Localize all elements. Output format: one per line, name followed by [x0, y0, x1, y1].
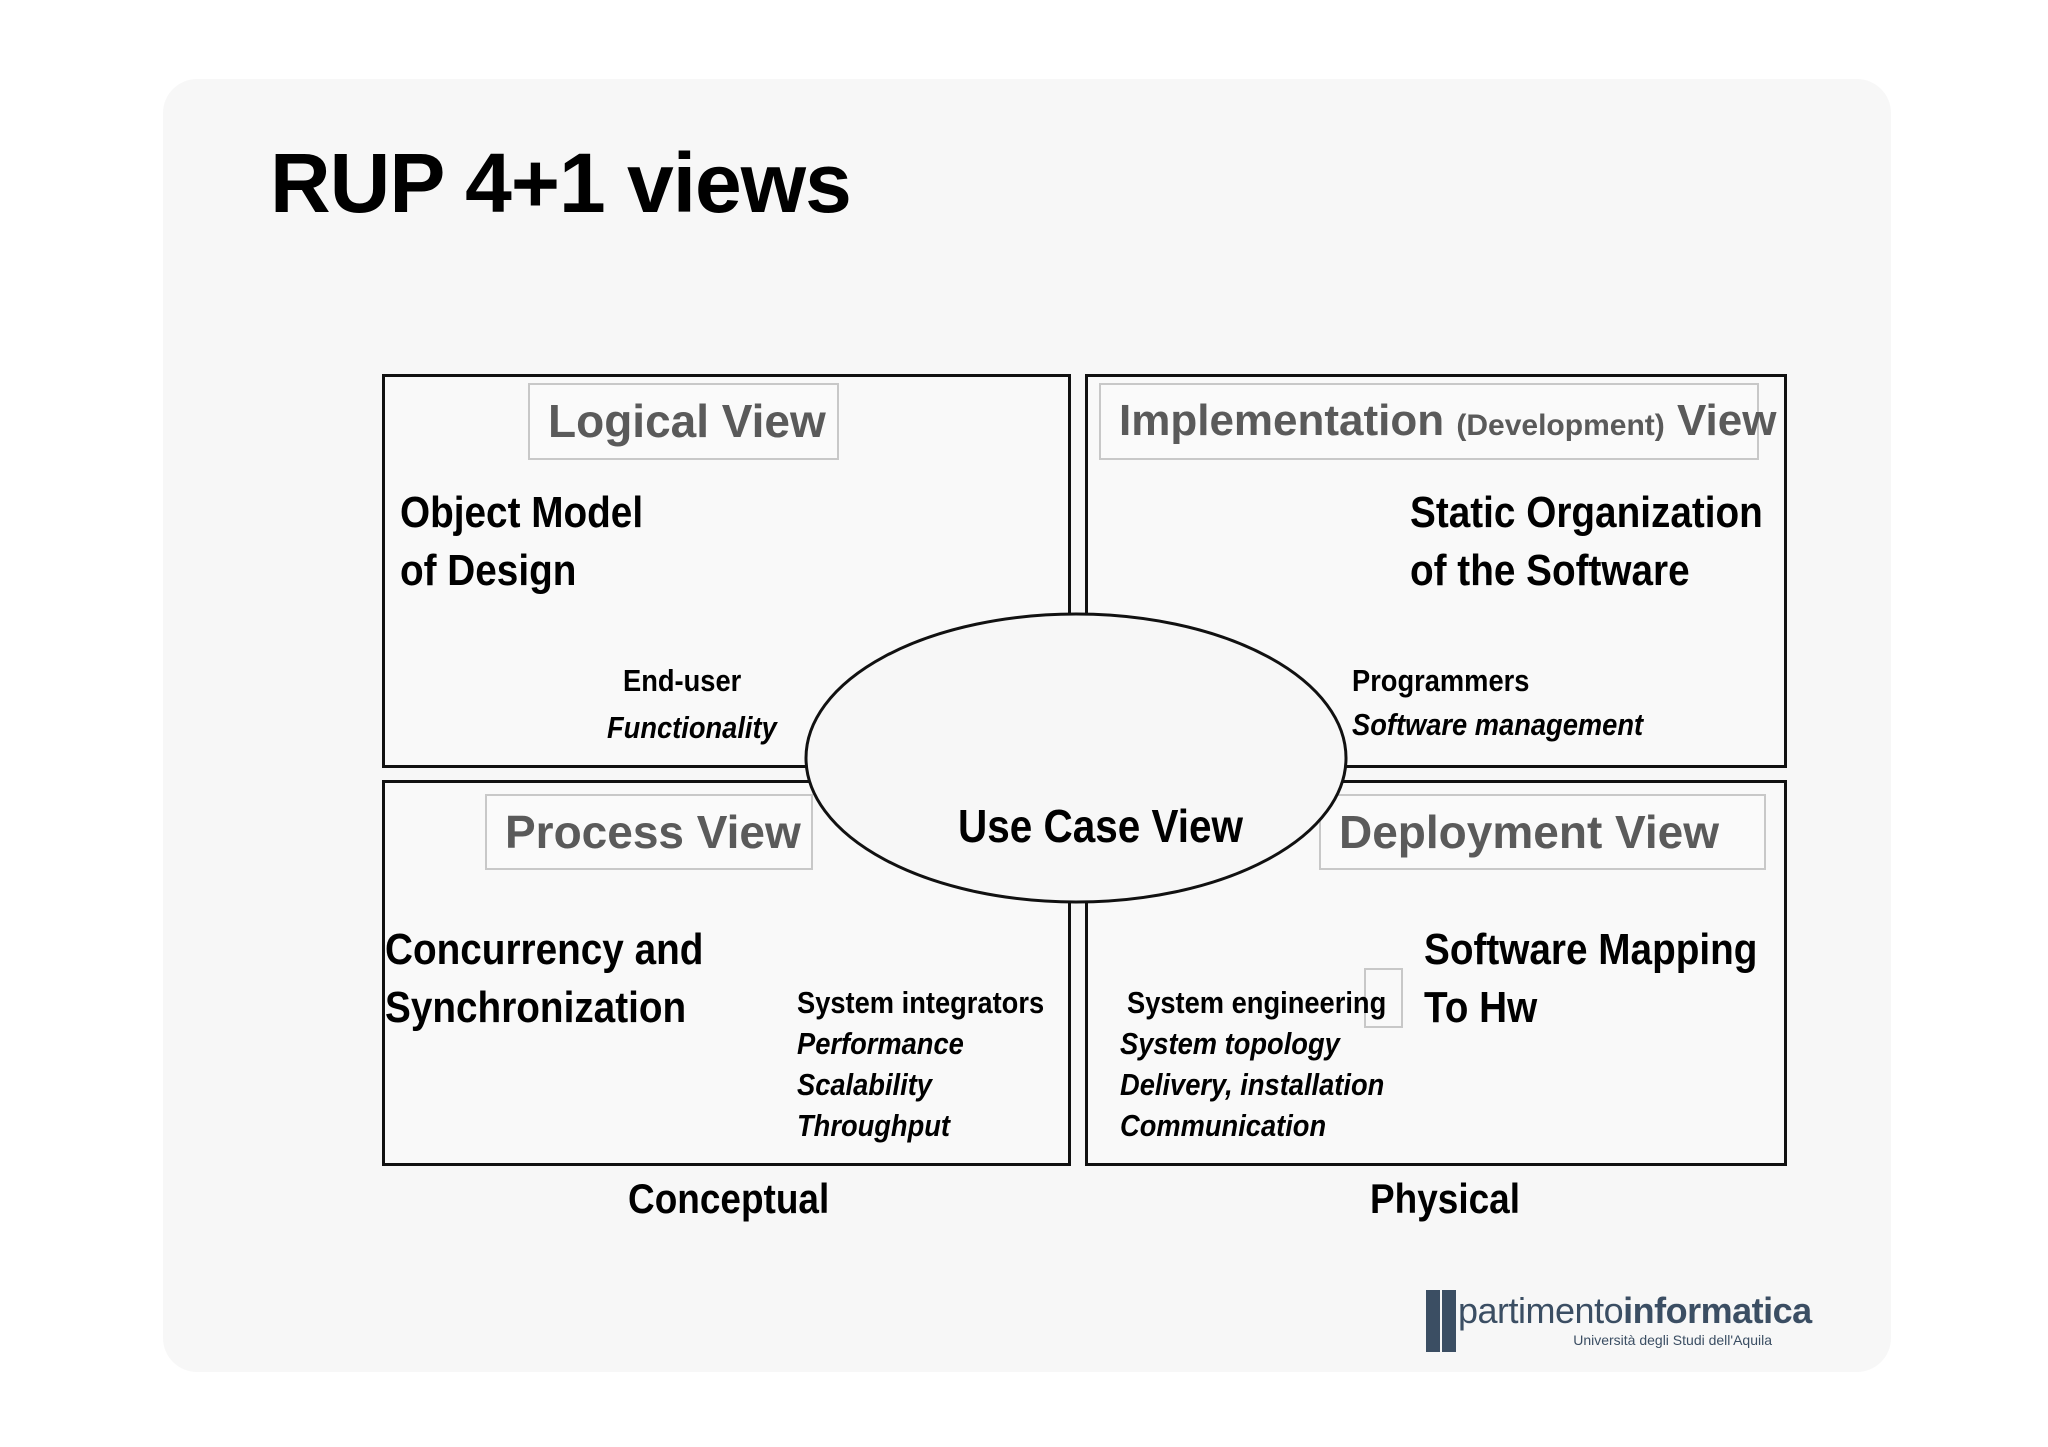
implementation-view-label-paren: (Development): [1456, 409, 1665, 442]
process-view-label: Process View: [485, 794, 813, 870]
implementation-description-line: of the Software: [1410, 546, 1690, 595]
deployment-view-description: Software Mapping To Hw: [1424, 921, 1757, 1037]
logo-wordmark: partimentoinformatica: [1458, 1290, 1812, 1332]
empty-placeholder-box: [1364, 968, 1403, 1028]
use-case-view-ellipse: [804, 612, 1348, 904]
logo-subtitle: Università degli Studi dell'Aquila: [1573, 1332, 1772, 1348]
logical-view-concern: Functionality: [607, 710, 777, 745]
logical-description-line: of Design: [400, 546, 577, 595]
process-view-concern: Performance: [797, 1026, 964, 1061]
deployment-view-concern: Communication: [1120, 1108, 1327, 1143]
physical-label: Physical: [1370, 1175, 1520, 1222]
process-view-stakeholder-block: System integrators Performance Scalabili…: [797, 982, 1044, 1146]
implementation-view-label-end: View: [1676, 396, 1777, 445]
logical-view-label-text: Logical View: [548, 395, 826, 447]
dipartimento-informatica-logo: partimentoinformatica Università degli S…: [1426, 1290, 1812, 1352]
logical-view-stakeholder: End-user: [623, 663, 742, 698]
logical-description-line: Object Model: [400, 488, 644, 537]
implementation-view-description: Static Organization of the Software: [1410, 484, 1763, 600]
process-view-description: Concurrency and Synchronization: [385, 921, 703, 1037]
logical-view-label: Logical View: [528, 383, 839, 460]
implementation-view-label: Implementation (Development) View: [1099, 383, 1776, 460]
deployment-view-concern: Delivery, installation: [1120, 1067, 1385, 1102]
process-view-concern: Scalability: [797, 1067, 932, 1102]
deployment-description-line: To Hw: [1424, 983, 1538, 1032]
deployment-view-concerns-block: System topology Delivery, installation C…: [1120, 1023, 1384, 1146]
process-description-line: Concurrency and: [385, 925, 704, 974]
implementation-view-stakeholder: Programmers: [1352, 663, 1530, 698]
implementation-view-label-main: Implementation: [1119, 396, 1445, 445]
slide-title: RUP 4+1 views: [270, 136, 852, 230]
deployment-view-label: Deployment View: [1319, 794, 1766, 870]
implementation-description-line: Static Organization: [1410, 488, 1763, 537]
logo-mark: [1426, 1290, 1456, 1352]
use-case-view-label: Use Case View: [958, 800, 1244, 852]
deployment-view-label-text: Deployment View: [1339, 806, 1720, 858]
implementation-view-concern: Software management: [1352, 707, 1644, 742]
logo-word-light: partimento: [1458, 1290, 1624, 1331]
deployment-description-line: Software Mapping: [1424, 925, 1758, 974]
deployment-view-concern: System topology: [1120, 1026, 1340, 1061]
process-view-label-text: Process View: [505, 806, 801, 858]
process-description-line: Synchronization: [385, 983, 687, 1032]
process-view-concern: Throughput: [797, 1108, 951, 1143]
deployment-view-stakeholder: System engineering: [1127, 985, 1387, 1020]
conceptual-label: Conceptual: [628, 1175, 830, 1222]
logo-word-bold: informatica: [1623, 1290, 1812, 1331]
logical-view-description: Object Model of Design: [400, 484, 643, 600]
process-view-stakeholder: System integrators: [797, 985, 1045, 1020]
